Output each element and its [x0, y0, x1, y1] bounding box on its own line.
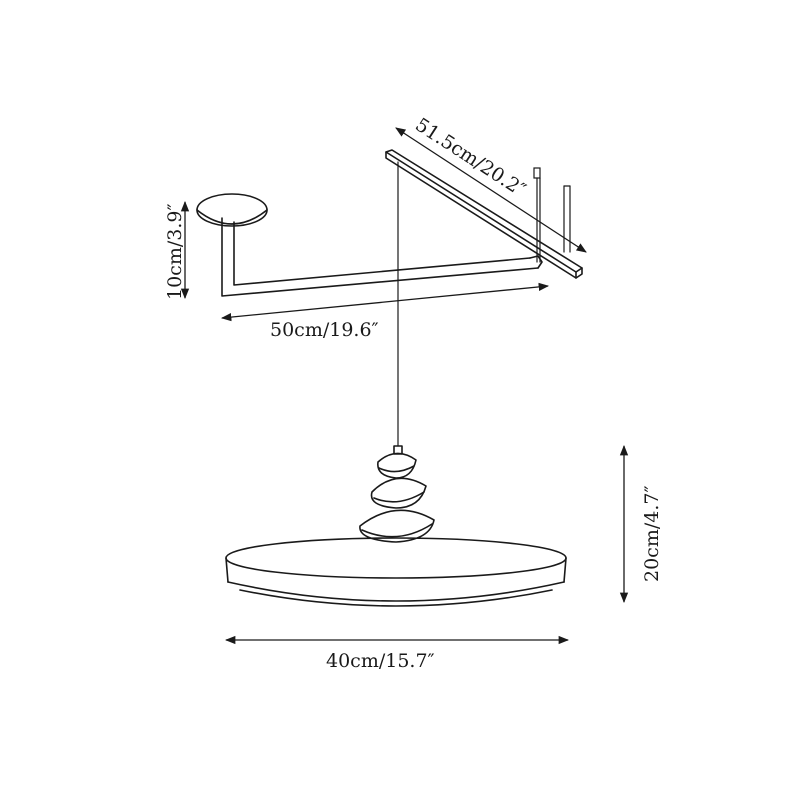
- rail-end-rods: [533, 167, 571, 263]
- shade-diameter-label: 40cm/15.7″: [326, 650, 435, 672]
- shade-height-label: 20cm/4.7″: [641, 485, 663, 582]
- horizontal-arm: [221, 217, 543, 297]
- rail-length-arrow: [395, 127, 587, 253]
- arm-length-label: 50cm/19.6″: [270, 319, 379, 341]
- lamp-shade: [225, 537, 567, 607]
- canopy-height-label: 10cm/3.9″: [164, 203, 186, 300]
- stacked-stones: [359, 445, 435, 543]
- ceiling-canopy: [196, 193, 268, 227]
- arm-length-arrow: [220, 282, 550, 322]
- rail-length-label: 51.5cm/20.2″: [411, 114, 529, 201]
